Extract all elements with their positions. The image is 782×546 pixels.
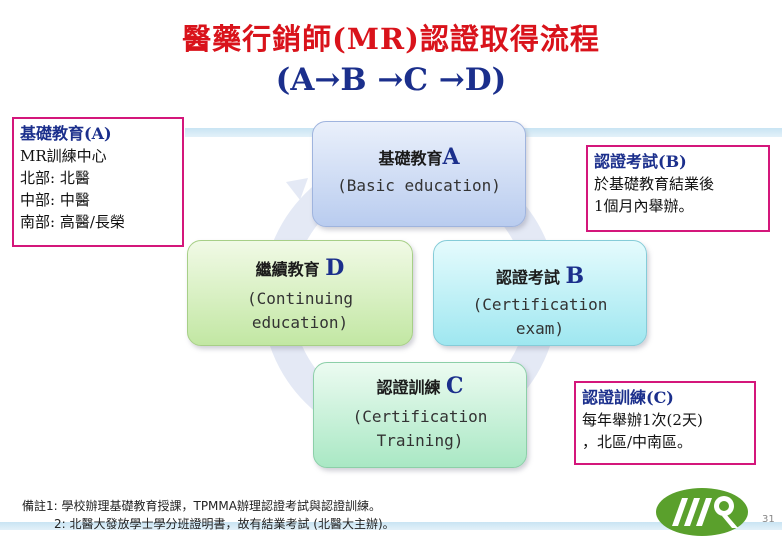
note-certification-training: 認證訓練(C) 每年舉辦1次(2天) ，北區/中南區。 bbox=[574, 381, 756, 465]
note-a-line: MR訓練中心 bbox=[20, 147, 107, 165]
cycle-box-b-letter: B bbox=[565, 263, 585, 289]
cycle-box-continuing-education: 繼續教育 D (Continuing education) bbox=[187, 240, 413, 346]
cycle-box-c-english-line1: (Certification bbox=[352, 407, 488, 426]
cycle-box-c-head: 認證訓練 bbox=[376, 378, 441, 397]
cycle-box-c-heading: 認證訓練 C bbox=[314, 373, 526, 399]
cycle-box-b-english: (Certification exam) bbox=[434, 293, 646, 341]
tpmma-logo-icon bbox=[656, 488, 748, 536]
cycle-box-d-english: (Continuing education) bbox=[188, 287, 412, 335]
cycle-box-b-english-line1: (Certification bbox=[472, 295, 608, 314]
note-b-title: 認證考試(B) bbox=[594, 152, 687, 171]
note-b-line: 於基礎教育結業後 bbox=[594, 175, 715, 193]
note-c-line: ，北區/中南區。 bbox=[582, 433, 693, 451]
page-title: 醫藥行銷師(MR)認證取得流程 bbox=[182, 22, 600, 56]
cycle-box-basic-education: 基礎教育A (Basic education) bbox=[312, 121, 526, 227]
cycle-arrow-icon bbox=[286, 178, 308, 200]
cycle-box-a-english: (Basic education) bbox=[337, 176, 501, 195]
note-a-line: 北部: 北醫 bbox=[20, 169, 90, 187]
cycle-box-b-english-line2: exam) bbox=[515, 319, 565, 338]
page-subtitle: (A→B →C →D) bbox=[275, 62, 507, 98]
cycle-box-b-heading: 認證考試 B bbox=[434, 263, 646, 289]
cycle-box-a-letter: A bbox=[442, 144, 460, 170]
cycle-box-d-english-line1: (Continuing bbox=[247, 289, 353, 308]
footnote-2: 2: 北醫大發放學士學分班證明書，故有結業考試 (北醫大主辦)。 bbox=[54, 517, 395, 531]
cycle-box-d-head: 繼續教育 bbox=[255, 260, 320, 279]
note-certification-exam: 認證考試(B) 於基礎教育結業後 1個月內舉辦。 bbox=[586, 145, 770, 232]
bottom-band bbox=[0, 522, 782, 530]
cycle-box-d-letter: D bbox=[325, 255, 345, 281]
note-c-line: 每年舉辦1次(2天) bbox=[582, 411, 703, 429]
footnote-1: 備註1: 學校辦理基礎教育授課，TPMMA辦理認證考試與認證訓練。 bbox=[22, 499, 381, 513]
cycle-box-b-head: 認證考試 bbox=[495, 268, 560, 287]
note-basic-education: 基礎教育(A) MR訓練中心 北部: 北醫 中部: 中醫 南部: 高醫/長榮 bbox=[12, 117, 184, 247]
cycle-box-c-letter: C bbox=[446, 373, 464, 399]
cycle-box-a-heading: 基礎教育A bbox=[313, 144, 525, 170]
note-a-line: 南部: 高醫/長榮 bbox=[20, 213, 125, 231]
cycle-box-d-english-line2: education) bbox=[251, 313, 349, 332]
note-b-line: 1個月內舉辦。 bbox=[594, 197, 694, 215]
note-c-title: 認證訓練(C) bbox=[582, 388, 674, 407]
cycle-box-d-heading: 繼續教育 D bbox=[188, 255, 412, 281]
page-number: 31 bbox=[762, 514, 775, 525]
note-a-line: 中部: 中醫 bbox=[20, 191, 90, 209]
cycle-box-a-head: 基礎教育 bbox=[378, 149, 443, 168]
cycle-box-c-english-line2: Training) bbox=[376, 431, 464, 450]
note-a-title: 基礎教育(A) bbox=[20, 124, 112, 143]
cycle-box-certification-exam: 認證考試 B (Certification exam) bbox=[433, 240, 647, 346]
